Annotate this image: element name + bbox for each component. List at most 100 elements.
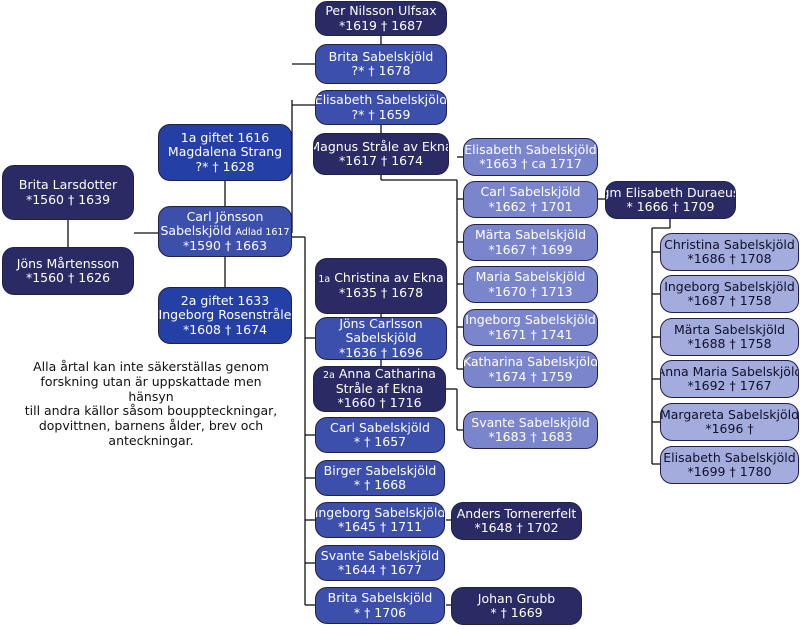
person-name: Per Nilsson Ulfsax bbox=[325, 3, 437, 19]
person-dates: *1648 † 1702 bbox=[474, 520, 559, 535]
person-katharina-sabelskjold: Katharina Sabelskjöld *1674 † 1759 bbox=[463, 351, 598, 388]
person-name: Brita Sabelskjöld bbox=[327, 590, 433, 606]
person-brita-sabelskjold-1: Brita Sabelskjöld ?* † 1678 bbox=[315, 44, 447, 84]
person-name: gm Elisabeth Duraeus bbox=[605, 184, 736, 200]
person-elisabeth-duraeus: gm Elisabeth Duraeus * 1666 † 1709 bbox=[605, 181, 736, 219]
person-ingeborg-sabelskjold-2: Ingeborg Sabelskjöld *1671 † 1741 bbox=[463, 309, 598, 346]
person-name: Ingeborg Sabelskjöld bbox=[315, 504, 445, 520]
person-dates: *1692 † 1767 bbox=[687, 378, 772, 393]
person-name: Magdalena Strang bbox=[167, 144, 283, 160]
person-name: Sabelskjöld bbox=[345, 330, 417, 346]
person-johan-grubb: Johan Grubb * † 1669 bbox=[451, 587, 582, 625]
person-margareta-sabelskjold: Margareta Sabelskjöld *1696 † bbox=[660, 403, 799, 441]
person-jons-martensson: Jöns Mårtensson *1560 † 1626 bbox=[2, 247, 134, 295]
person-brita-larsdotter: Brita Larsdotter *1560 † 1639 bbox=[2, 165, 134, 220]
person-name: Johan Grubb bbox=[477, 590, 556, 606]
person-maria-sabelskjold: Maria Sabelskjöld *1670 † 1713 bbox=[463, 266, 598, 303]
person-name: Elisabeth Sabelskjöld bbox=[663, 449, 796, 465]
person-dates: * † 1669 bbox=[490, 605, 543, 620]
person-birger-sabelskjold: Birger Sabelskjöld * † 1668 bbox=[315, 460, 445, 496]
note-line: anteckningar. bbox=[108, 432, 194, 448]
person-dates: *1660 † 1716 bbox=[337, 395, 422, 411]
note-line: dopvittnen, barnens ålder, brev och bbox=[38, 418, 264, 433]
person-ingeborg-rosenstrale: 2a giftet 1633 Ingeborg Rosenstråle *160… bbox=[158, 287, 292, 344]
disclaimer-note: Alla årtal kan inte säkerställas genom f… bbox=[20, 359, 282, 449]
person-dates: *1663 † ca 1717 bbox=[479, 156, 582, 171]
person-dates: *1636 † 1696 bbox=[338, 344, 424, 360]
person-brita-sabelskjold-2: Brita Sabelskjöld * † 1706 bbox=[315, 587, 445, 624]
person-name: Birger Sabelskjöld bbox=[323, 462, 437, 478]
marriage-note: 2a giftet 1633 bbox=[180, 292, 270, 308]
person-name: Maria Sabelskjöld bbox=[475, 269, 586, 285]
person-name: Ingeborg Rosenstråle bbox=[158, 307, 292, 323]
person-carl-sabelskjold-1: Carl Sabelskjöld * † 1657 bbox=[315, 417, 445, 453]
person-marta-sabelskjold-2: Märta Sabelskjöld *1688 † 1758 bbox=[660, 318, 799, 356]
person-marta-sabelskjold-1: Märta Sabelskjöld *1667 † 1699 bbox=[463, 224, 598, 261]
person-dates: * 1666 † 1709 bbox=[626, 199, 715, 214]
person-dates: *1619 † 1687 bbox=[338, 17, 424, 33]
person-name: Carl Sabelskjöld bbox=[330, 419, 430, 435]
person-name: Anna Maria Sabelskjöld bbox=[660, 363, 799, 379]
marriage-note: 1a giftet 1616 bbox=[180, 129, 270, 145]
person-dates: *1671 † 1741 bbox=[488, 326, 573, 342]
person-dates: * † 1706 bbox=[353, 604, 407, 620]
person-dates: *1635 † 1678 bbox=[338, 285, 424, 301]
person-name: Svante Sabelskjöld bbox=[320, 547, 440, 563]
note-line: till andra källor såsom bouppteckningar, bbox=[24, 403, 278, 419]
ennoblement-note: Adlad 1617 bbox=[235, 227, 290, 239]
person-christina-av-ekna: 1a Christina av Ekna *1635 † 1678 bbox=[315, 258, 447, 314]
person-name-first: Jöns Carlsson bbox=[339, 317, 423, 331]
person-svante-sabelskjold-1: Svante Sabelskjöld *1644 † 1677 bbox=[315, 545, 445, 581]
marriage-order: 2a bbox=[323, 370, 335, 382]
person-name: Märta Sabelskjöld bbox=[474, 227, 587, 243]
person-name: Ingeborg Sabelskjöld bbox=[465, 312, 596, 328]
person-dates: *1696 † bbox=[705, 421, 754, 436]
person-dates: *1645 † 1711 bbox=[337, 519, 423, 534]
person-ingeborg-sabelskjold-3: Ingeborg Sabelskjöld *1687 † 1758 bbox=[660, 275, 799, 313]
person-name: Elisabeth Sabelskjöld bbox=[464, 141, 597, 157]
person-magdalena-strang: 1a giftet 1616 Magdalena Strang ?* † 162… bbox=[158, 124, 292, 181]
person-name: Sabelskjöld bbox=[160, 223, 232, 239]
person-name: Elisabeth Sabelskjöld bbox=[315, 92, 447, 108]
person-anna-maria-sabelskjold: Anna Maria Sabelskjöld *1692 † 1767 bbox=[660, 360, 799, 398]
person-christina-sabelskjold: Christina Sabelskjöld *1686 † 1708 bbox=[660, 233, 799, 271]
person-dates: * † 1668 bbox=[353, 477, 407, 492]
person-jons-carlsson-sabelskjold: Jöns Carlsson Sabelskjöld *1636 † 1696 bbox=[315, 317, 447, 360]
person-name: Margareta Sabelskjöld bbox=[660, 406, 799, 422]
person-dates: *1687 † 1758 bbox=[687, 293, 772, 308]
person-dates: *1683 † 1683 bbox=[488, 429, 573, 444]
person-dates: ?* † 1678 bbox=[351, 63, 411, 78]
person-dates: *1688 † 1758 bbox=[687, 336, 772, 351]
person-svante-sabelskjold-2: Svante Sabelskjöld *1683 † 1683 bbox=[463, 411, 598, 449]
person-elisabeth-sabelskjold-1: Elisabeth Sabelskjöld ?* † 1659 bbox=[315, 90, 447, 125]
person-dates: *1644 † 1677 bbox=[337, 562, 423, 577]
person-dates: *1617 † 1674 bbox=[338, 153, 424, 168]
person-dates: *1667 † 1699 bbox=[488, 241, 573, 257]
person-name-first: Carl Jönsson bbox=[186, 208, 264, 224]
person-dates: *1662 † 1701 bbox=[488, 198, 573, 214]
person-ingeborg-sabelskjold-1: Ingeborg Sabelskjöld *1645 † 1711 bbox=[315, 502, 445, 538]
person-name: Svante Sabelskjöld bbox=[471, 414, 590, 430]
person-magnus-strale-av-ekna: Magnus Stråle av Ekna *1617 † 1674 bbox=[313, 133, 449, 175]
note-line: Alla årtal kan inte säkerställas genom bbox=[33, 359, 269, 374]
person-name-first: Anna Catharina bbox=[338, 366, 436, 382]
person-dates: *1590 † 1663 bbox=[182, 237, 268, 253]
person-elisabeth-sabelskjold-3: Elisabeth Sabelskjöld *1699 † 1780 bbox=[660, 446, 799, 484]
person-name: Christina av Ekna bbox=[334, 270, 444, 286]
person-elisabeth-sabelskjold-2: Elisabeth Sabelskjöld *1663 † ca 1717 bbox=[463, 138, 598, 176]
person-dates: *1670 † 1713 bbox=[488, 283, 573, 299]
person-anders-tornererfelt: Anders Tornererfelt *1648 † 1702 bbox=[451, 502, 582, 540]
person-name: Jöns Mårtensson bbox=[16, 255, 120, 271]
person-name: Katharina Sabelskjöld bbox=[463, 354, 598, 370]
note-line: forskning utan är uppskattade men hänsyn bbox=[40, 373, 262, 404]
person-carl-jonsson-sabelskjold: Carl Jönsson Sabelskjöld Adlad 1617 *159… bbox=[158, 206, 292, 257]
person-dates: *1608 † 1674 bbox=[182, 321, 268, 337]
person-dates: *1674 † 1759 bbox=[488, 368, 573, 384]
person-name: Anders Tornererfelt bbox=[456, 505, 577, 521]
person-dates: ?* † 1659 bbox=[351, 106, 411, 122]
person-name: Ingeborg Sabelskjöld bbox=[664, 278, 795, 294]
person-name: Carl Sabelskjöld bbox=[480, 184, 581, 200]
person-dates: *1560 † 1639 bbox=[25, 191, 111, 207]
person-name: Brita Sabelskjöld bbox=[328, 48, 434, 64]
